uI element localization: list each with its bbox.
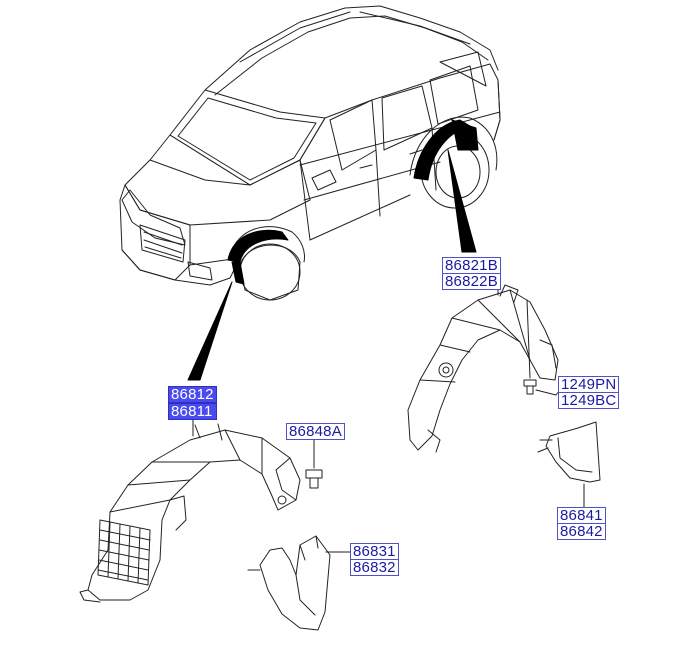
rear-liner-code-2[interactable]: 86822B — [442, 273, 501, 290]
rear-mudguard-part — [537, 421, 601, 506]
bolt-code[interactable]: 86848A — [286, 423, 345, 440]
front-liner-code-2[interactable]: 86811 — [168, 403, 217, 420]
rear-wheel-liner-part — [407, 284, 559, 453]
front-liner-callout[interactable]: 86812 86811 — [168, 386, 217, 420]
front-leader-wedge — [187, 281, 233, 381]
rear-liner-callout[interactable]: 86821B 86822B — [442, 257, 501, 290]
front-liner-code-1[interactable]: 86812 — [168, 386, 217, 403]
rear-liner-highlight — [413, 119, 479, 181]
screw-code-1[interactable]: 1249PN — [558, 376, 620, 393]
front-wheel-liner-part — [79, 423, 301, 603]
leader-lines — [192, 286, 585, 553]
screw-code-2[interactable]: 1249BC — [558, 392, 620, 409]
vehicle-illustration — [119, 5, 501, 301]
screw-part — [523, 299, 557, 396]
rear-liner-code-1[interactable]: 86821B — [442, 257, 501, 274]
rear-mudguard-callout[interactable]: 86841 86842 — [557, 507, 606, 540]
bolt-callout[interactable]: 86848A — [286, 423, 345, 440]
front-mudguard-part — [247, 535, 347, 631]
rear-leader-wedge — [447, 149, 477, 253]
rear-mudguard-code-1[interactable]: 86841 — [557, 507, 606, 524]
front-mudguard-code-2[interactable]: 86832 — [350, 559, 399, 576]
screw-callout[interactable]: 1249PN 1249BC — [558, 376, 620, 409]
front-mudguard-callout[interactable]: 86831 86832 — [350, 543, 399, 576]
rear-mudguard-code-2[interactable]: 86842 — [557, 523, 606, 540]
front-liner-highlight — [227, 229, 289, 285]
front-mudguard-code-1[interactable]: 86831 — [350, 543, 399, 560]
bolt-part — [305, 437, 323, 489]
